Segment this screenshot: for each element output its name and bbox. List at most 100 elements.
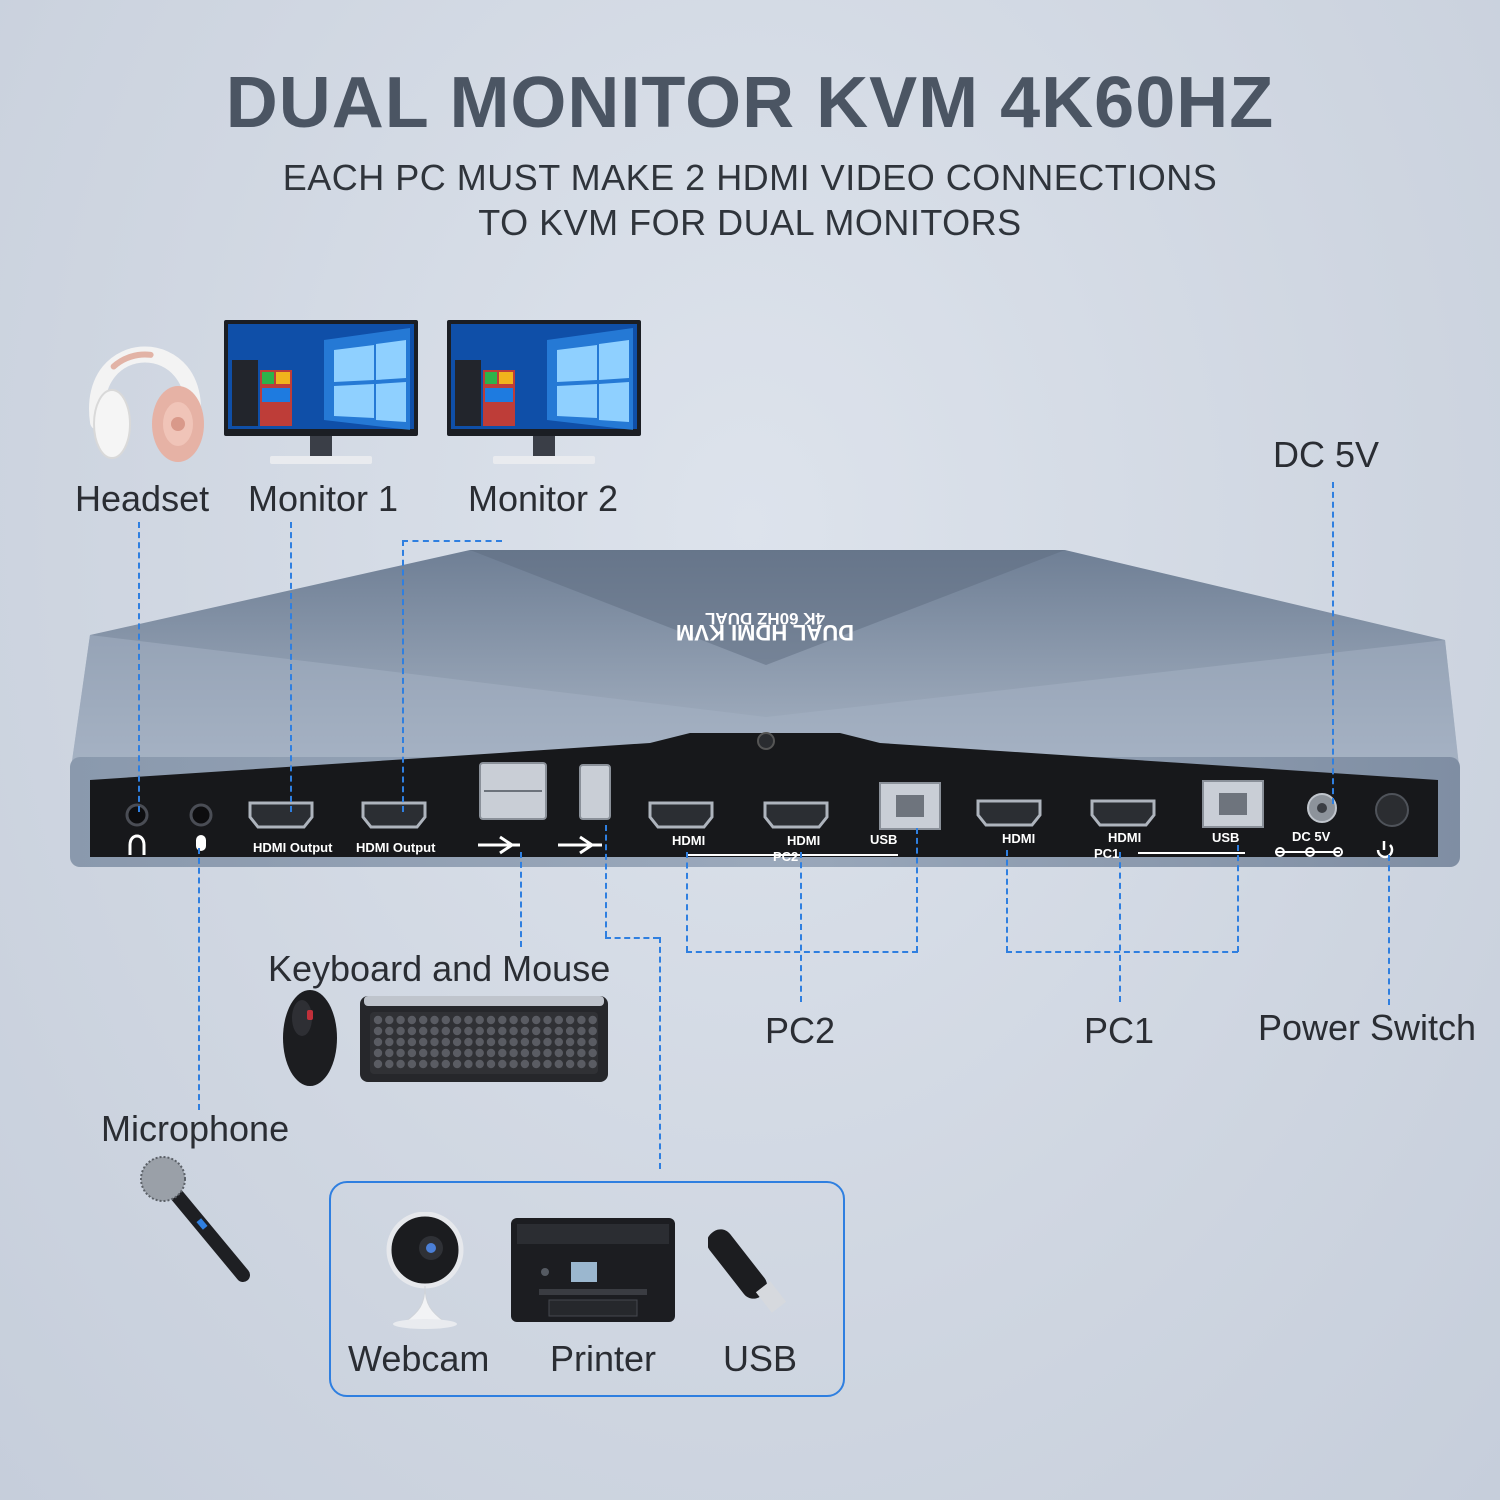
keyboard-key: [509, 1048, 518, 1058]
keyboard-key: [385, 1026, 394, 1036]
keyboard-key: [543, 1037, 552, 1047]
keyboard-key: [419, 1037, 428, 1047]
keyboard-key: [475, 1059, 484, 1069]
keyboard-icon: [360, 996, 608, 1082]
keyboard-key: [565, 1048, 575, 1058]
connector-pc1-h: [1006, 951, 1238, 953]
connector-dc-5v: [1332, 482, 1334, 804]
keyboard-key: [464, 1059, 473, 1069]
keyboard-key: [419, 1048, 428, 1058]
keyboard-key: [407, 1037, 417, 1047]
keyboard-key: [554, 1059, 563, 1069]
keyboard-key: [385, 1059, 394, 1069]
keyboard-key: [475, 1037, 484, 1047]
keyboard-key: [430, 1015, 439, 1025]
label-usb: USB: [723, 1338, 798, 1379]
keyboard-key: [452, 1059, 462, 1069]
connector-pc2-hdmi-1: [686, 852, 688, 952]
keyboard-key: [509, 1015, 518, 1025]
keyboard-key: [520, 1059, 530, 1069]
keyboard-key: [498, 1026, 507, 1036]
keyboard-key: [532, 1048, 541, 1058]
keyboard-key: [441, 1048, 450, 1058]
keyboard-key: [588, 1026, 597, 1036]
keyboard-key: [486, 1037, 496, 1047]
keyboard-key: [520, 1048, 530, 1058]
keyboard-key: [441, 1026, 450, 1036]
monitor-2-icon: [447, 320, 641, 464]
keyboard-key: [396, 1059, 405, 1069]
keyboard-key: [452, 1048, 462, 1058]
keyboard-key: [396, 1048, 405, 1058]
keyboard-key: [419, 1015, 428, 1025]
keyboard-key: [486, 1059, 496, 1069]
kvm-switch-device: DUAL HDMI KVM 4K 60HZ DUAL: [70, 550, 1460, 867]
keyboard-key: [565, 1015, 575, 1025]
keyboard-key: [543, 1015, 552, 1025]
keyboard-key: [588, 1048, 597, 1058]
keyboard-key: [430, 1048, 439, 1058]
keyboard-key: [498, 1015, 507, 1025]
keyboard-key: [475, 1048, 484, 1058]
connector-usb-hub-v1: [605, 825, 607, 937]
usb-drive-icon: [708, 1229, 787, 1313]
connector-monitor-2: [402, 540, 404, 812]
keyboard-key: [577, 1015, 586, 1025]
keyboard-key: [441, 1059, 450, 1069]
keyboard-key: [396, 1026, 405, 1036]
keyboard-key: [498, 1048, 507, 1058]
keyboard-key: [543, 1048, 552, 1058]
connector-usb-hub-h: [605, 937, 659, 939]
connector-pc1-usb: [1237, 845, 1239, 952]
keyboard-key: [385, 1037, 394, 1047]
port-label-pc1-hdmi-1: HDMI: [1002, 831, 1036, 846]
keyboard-key: [452, 1037, 462, 1047]
keyboard-key: [464, 1026, 473, 1036]
keyboard-key: [486, 1048, 496, 1058]
keyboard-key: [577, 1037, 586, 1047]
subtitle-line-2: TO KVM FOR DUAL MONITORS: [478, 202, 1022, 243]
keyboard-key: [554, 1037, 563, 1047]
port-label-dc-5v: DC 5V: [1292, 829, 1331, 844]
port-label-pc2-hdmi-2: HDMI: [787, 833, 821, 848]
monitor-1-icon: [224, 320, 418, 464]
keyboard-key: [441, 1015, 450, 1025]
label-power-switch: Power Switch: [1258, 1007, 1477, 1048]
webcam-icon: [386, 1212, 464, 1329]
keyboard-key: [532, 1015, 541, 1025]
keyboard-key: [554, 1026, 563, 1036]
keyboard-key: [498, 1059, 507, 1069]
keyboard-key: [532, 1037, 541, 1047]
label-pc1: PC1: [1084, 1010, 1155, 1051]
keyboard-key: [452, 1026, 462, 1036]
keyboard-key: [554, 1015, 563, 1025]
label-pc2: PC2: [765, 1010, 836, 1051]
keyboard-key: [407, 1059, 417, 1069]
keyboard-key: [520, 1026, 530, 1036]
keyboard-key: [588, 1059, 597, 1069]
keyboard-key: [532, 1059, 541, 1069]
keyboard-key: [554, 1048, 563, 1058]
keyboard-key: [407, 1048, 417, 1058]
keyboard-key: [498, 1037, 507, 1047]
label-dc-5v: DC 5V: [1273, 434, 1380, 475]
subtitle-line-1: EACH PC MUST MAKE 2 HDMI VIDEO CONNECTIO…: [282, 157, 1218, 198]
keyboard-key: [532, 1026, 541, 1036]
headset-icon: [89, 346, 204, 462]
label-keyboard-mouse: Keyboard and Mouse: [268, 948, 611, 989]
keyboard-key: [475, 1015, 484, 1025]
label-monitor-2: Monitor 2: [468, 478, 619, 519]
connector-pc2-h: [686, 951, 918, 953]
keyboard-key: [464, 1048, 473, 1058]
keyboard-key: [475, 1026, 484, 1036]
printer-icon: [511, 1218, 675, 1322]
connector-pc1: [1119, 852, 1121, 1002]
keyboard-key: [577, 1048, 586, 1058]
keyboard-key: [543, 1026, 552, 1036]
keyboard-key: [543, 1059, 552, 1069]
keyboard-key: [565, 1026, 575, 1036]
port-label-pc2-hdmi-1: HDMI: [672, 833, 706, 848]
keyboard-key: [407, 1026, 417, 1036]
device-top-text-1: DUAL HDMI KVM: [676, 620, 854, 645]
usb-peripherals-box: [329, 1181, 845, 1397]
